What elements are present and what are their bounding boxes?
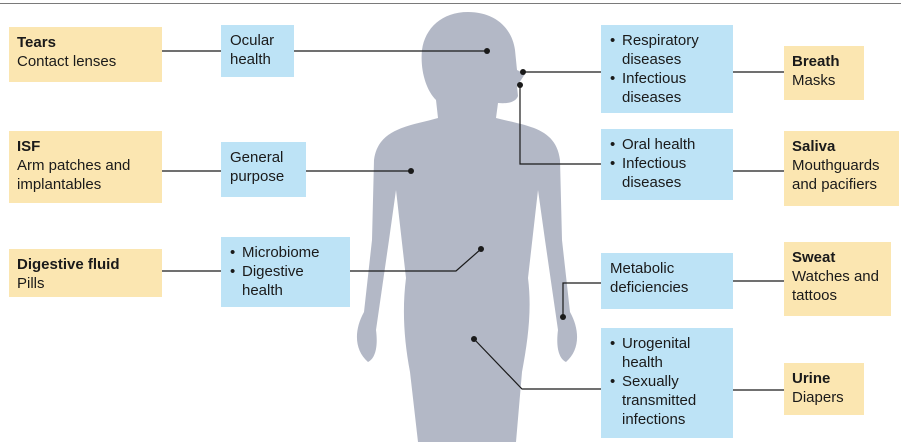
source-saliva-device: Mouthguards and pacifiers xyxy=(792,157,880,193)
application-general-label: General purpose xyxy=(230,149,284,185)
dot-stomach xyxy=(478,246,484,252)
dot-arm xyxy=(408,168,414,174)
source-tears: Tears Contact lenses xyxy=(9,27,162,82)
application-urine: Urogenital health Sexually transmitted i… xyxy=(601,328,733,438)
source-isf: ISF Arm patches and implantables xyxy=(9,131,162,203)
application-infectious-breath: Infectious diseases xyxy=(610,69,724,107)
application-respiratory: Respiratory diseases xyxy=(610,31,724,69)
source-digestive: Digestive fluid Pills xyxy=(9,249,162,297)
body-silhouette xyxy=(357,12,577,442)
source-urine-device: Diapers xyxy=(792,389,844,406)
dot-eye xyxy=(484,48,490,54)
application-saliva: Oral health Infectious diseases xyxy=(601,129,733,200)
application-sti: Sexually transmitted infections xyxy=(610,372,724,429)
source-saliva-title: Saliva xyxy=(792,137,891,156)
dot-wrist xyxy=(560,314,566,320)
dot-groin xyxy=(471,336,477,342)
application-breath: Respiratory diseases Infectious diseases xyxy=(601,25,733,113)
application-oral: Oral health xyxy=(610,135,724,154)
source-saliva: Saliva Mouthguards and pacifiers xyxy=(784,131,899,206)
source-tears-title: Tears xyxy=(17,33,154,52)
application-sweat-label: Metabolic deficiencies xyxy=(610,260,688,296)
source-sweat: Sweat Watches and tattoos xyxy=(784,242,891,316)
source-breath-device: Masks xyxy=(792,72,835,89)
application-infectious-saliva: Infectious diseases xyxy=(610,154,724,192)
source-isf-device: Arm patches and implantables xyxy=(17,157,130,193)
application-general: General purpose xyxy=(221,142,306,197)
source-urine-title: Urine xyxy=(792,369,856,388)
application-digestive: Microbiome Digestive health xyxy=(221,237,350,307)
source-tears-device: Contact lenses xyxy=(17,53,116,70)
source-breath: Breath Masks xyxy=(784,46,864,100)
application-digestive-health: Digestive health xyxy=(230,262,341,300)
application-urogenital: Urogenital health xyxy=(610,334,724,372)
source-isf-title: ISF xyxy=(17,137,154,156)
application-microbiome: Microbiome xyxy=(230,243,341,262)
application-ocular: Ocular health xyxy=(221,25,294,77)
source-digestive-device: Pills xyxy=(17,275,45,292)
source-sweat-title: Sweat xyxy=(792,248,883,267)
source-breath-title: Breath xyxy=(792,52,856,71)
application-sweat: Metabolic deficiencies xyxy=(601,253,733,309)
dot-mouth xyxy=(517,82,523,88)
application-ocular-label: Ocular health xyxy=(230,32,274,68)
source-urine: Urine Diapers xyxy=(784,363,864,415)
source-digestive-title: Digestive fluid xyxy=(17,255,154,274)
source-sweat-device: Watches and tattoos xyxy=(792,268,879,304)
dot-nose xyxy=(520,69,526,75)
